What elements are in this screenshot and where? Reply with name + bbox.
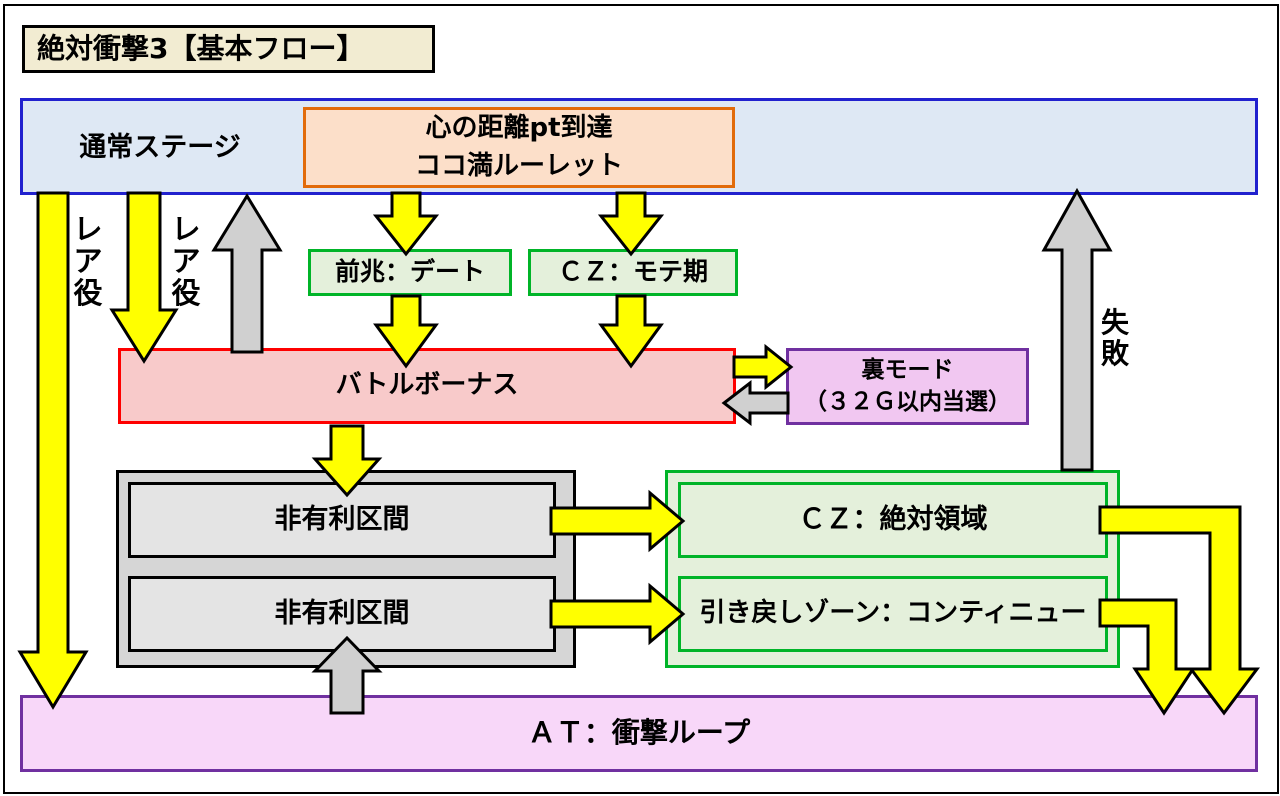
at-bar: ＡＴ：衝撃ループ <box>20 695 1258 772</box>
ura-mode-line1: 裏モード <box>861 357 954 384</box>
fail-label: 失 敗 <box>1100 306 1129 370</box>
non-advantage-box-bottom: 非有利区間 <box>128 576 556 652</box>
roulette-line2: ココ満ルーレット <box>414 150 623 181</box>
zenchou-date-box: 前兆：デート <box>308 249 512 296</box>
hikimodoshi-box: 引き戻しゾーン：コンティニュー <box>678 576 1108 652</box>
normal-stage-label: 通常ステージ <box>79 132 241 163</box>
outer-frame <box>3 4 1279 794</box>
cz-moteki-box: ＣＺ：モテ期 <box>528 249 738 296</box>
rare-role-label-left: レ ア 役 <box>73 212 103 310</box>
ura-mode-box: 裏モード （３２Ｇ以内当選） <box>786 348 1029 425</box>
battle-bonus-box: バトルボーナス <box>118 348 736 424</box>
diagram-title: 絶対衝撃3【基本フロー】 <box>22 25 435 73</box>
rare-role-label-mid: レ ア 役 <box>171 212 201 310</box>
roulette-box: 心の距離pt到達 ココ満ルーレット <box>303 107 735 188</box>
ura-mode-line2: （３２Ｇ以内当選） <box>804 388 1011 415</box>
non-advantage-box-top: 非有利区間 <box>128 482 556 558</box>
cz-zettai-box: ＣＺ：絶対領域 <box>678 482 1108 558</box>
diagram-title-text: 絶対衝撃3【基本フロー】 <box>37 31 365 65</box>
roulette-line1: 心の距離pt到達 <box>425 112 613 143</box>
